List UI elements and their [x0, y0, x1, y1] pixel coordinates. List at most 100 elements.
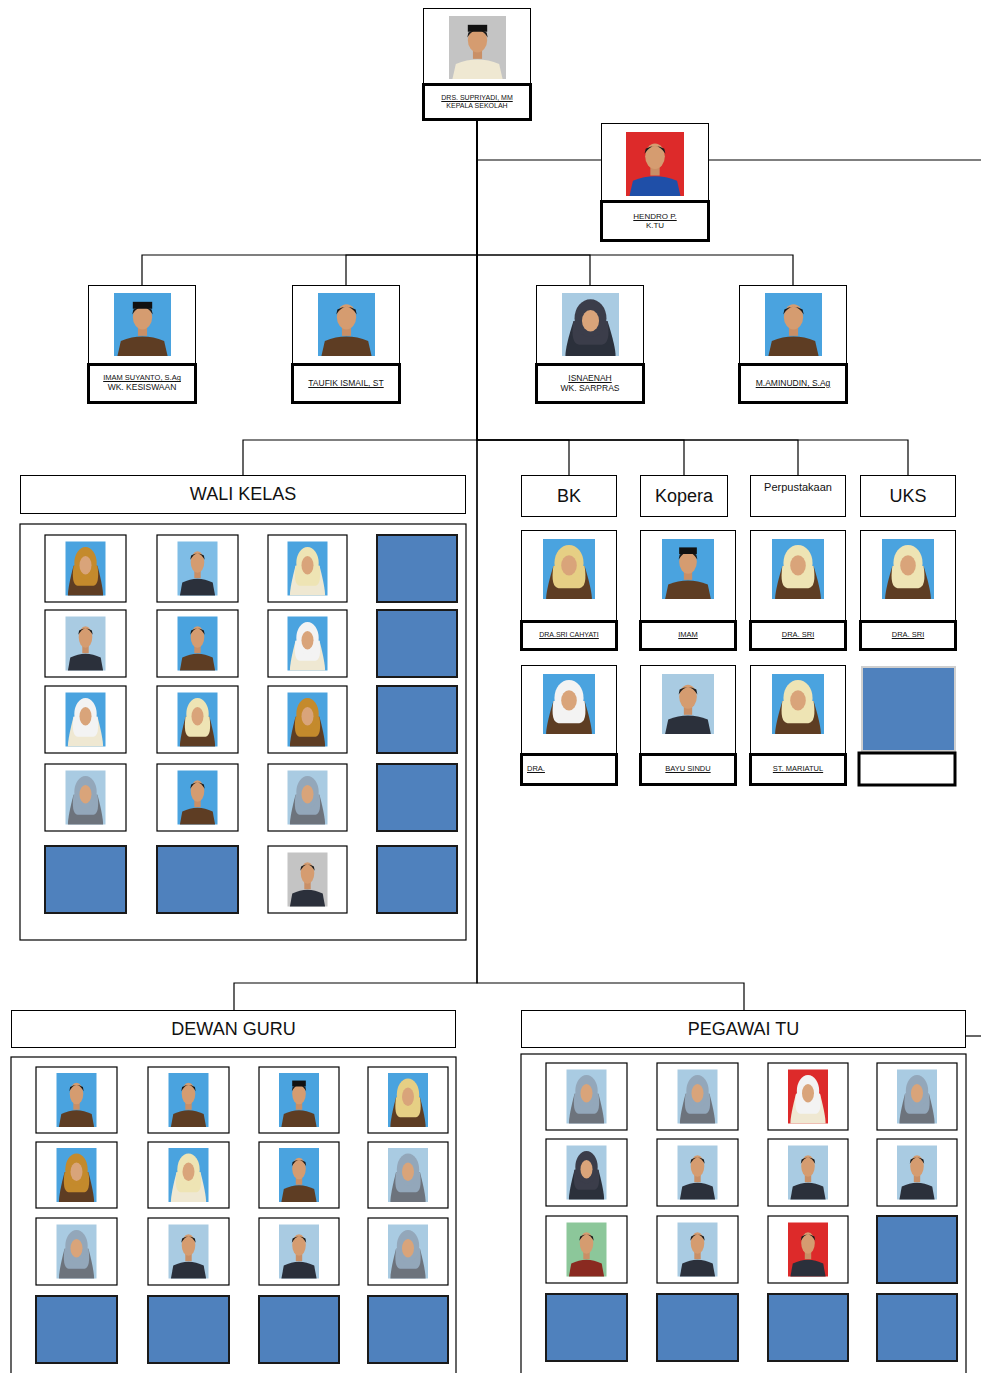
photo-background: [567, 1070, 607, 1124]
photo-hijab: [296, 622, 318, 654]
photo-background: [318, 293, 375, 356]
photo-face: [783, 304, 802, 329]
photo-hijab: [397, 1078, 419, 1110]
photo-background: [178, 693, 218, 747]
person-name: M.AMINUDIN, S.Ag: [756, 379, 831, 389]
portrait-photo: [169, 1148, 209, 1202]
photo-face: [692, 1084, 704, 1102]
person-name: HENDRO P.: [633, 212, 676, 221]
section-heading: PEGAWAI TU: [521, 1010, 966, 1048]
empty-photo: [657, 1294, 738, 1361]
photo-background: [178, 771, 218, 825]
empty-photo: [377, 764, 457, 831]
portrait-photo: [388, 1148, 428, 1202]
photo-panels: [11, 524, 966, 1373]
org-connector: [477, 120, 744, 1010]
photo-face: [900, 555, 916, 575]
photo-background: [66, 771, 106, 825]
empty-photo: [377, 846, 457, 913]
photo-hair: [181, 1236, 195, 1242]
photo-area: [740, 286, 846, 363]
photo-area: [293, 286, 399, 363]
photo-frame: [45, 535, 126, 602]
photo-body: [452, 59, 502, 79]
photo-hair: [181, 1085, 195, 1091]
photo-frame: [546, 1216, 627, 1283]
name-box: ST. MARIATUL: [749, 753, 847, 786]
photo-face: [561, 690, 577, 710]
org-connector: [477, 120, 793, 285]
photo-panel: [11, 1057, 456, 1373]
photo-hair: [679, 687, 698, 694]
photo-frame: [268, 846, 347, 913]
photo-face: [71, 1239, 83, 1257]
empty-photo: [259, 1296, 339, 1363]
heading-text: DEWAN GURU: [171, 1019, 295, 1040]
name-box: DRA. SRI: [749, 620, 847, 651]
photo-frame: [268, 686, 347, 753]
portrait-photo: [662, 539, 714, 599]
photo-frame: [657, 1216, 738, 1283]
photo-face: [182, 1083, 196, 1105]
staff-card: DRA.: [521, 665, 617, 785]
section-heading: Perpustakaan: [750, 475, 846, 517]
staff-card: HENDRO P.K.TU: [601, 123, 709, 241]
name-box: M.AMINUDIN, S.Ag: [738, 363, 848, 404]
photo-frame: [157, 610, 238, 677]
photo-body: [665, 715, 711, 734]
photo-face: [302, 707, 314, 725]
photo-hair: [336, 307, 357, 315]
photo-body: [665, 580, 711, 599]
photo-face: [910, 1155, 924, 1177]
photo-hair: [910, 1157, 924, 1163]
photo-area: [522, 531, 616, 620]
photo-panel: [521, 1054, 966, 1373]
photo-face: [581, 310, 598, 331]
section-heading: UKS: [860, 475, 956, 517]
person-name: IMAM: [678, 631, 698, 640]
org-connector: [234, 120, 477, 1010]
photo-frame: [148, 1142, 229, 1208]
portrait-photo: [66, 771, 106, 825]
portrait-photo: [678, 1070, 718, 1124]
name-box: DRA. SRI: [859, 620, 957, 651]
photo-body: [680, 1183, 715, 1200]
photo-face: [801, 1232, 815, 1254]
photo-area: [522, 666, 616, 753]
photo-hijab: [906, 1075, 928, 1107]
photo-body: [68, 654, 103, 671]
photo-background: [562, 293, 619, 356]
empty-photo: [148, 1296, 229, 1363]
empty-photo: [877, 1216, 957, 1283]
person-name: IMAM SUYANTO, S.Ag: [103, 374, 181, 383]
photo-body: [680, 1260, 715, 1277]
portrait-photo: [169, 1225, 209, 1279]
photo-face: [80, 707, 92, 725]
portrait-photo: [567, 1146, 607, 1200]
photo-hijab: [893, 545, 922, 581]
photo-face: [691, 1232, 705, 1254]
photo-body: [180, 579, 215, 596]
photo-hijab: [186, 698, 208, 730]
photo-cap: [132, 302, 151, 309]
portrait-photo: [897, 1146, 937, 1200]
photo-body: [281, 1110, 316, 1127]
portrait-photo: [772, 674, 824, 734]
photo-hair: [292, 1160, 306, 1166]
photo-hijab: [797, 1075, 819, 1107]
heading-text: Perpustakaan: [764, 481, 832, 494]
staff-card: ST. MARIATUL: [750, 665, 846, 785]
person-name: TAUFIK ISMAIL, ST: [308, 379, 383, 389]
photo-face: [80, 785, 92, 803]
photo-hair: [690, 1234, 704, 1240]
photo-face: [191, 551, 205, 573]
portrait-photo: [288, 771, 328, 825]
photo-hijab: [575, 1075, 597, 1107]
photo-hair: [69, 1085, 83, 1091]
photo-area: [751, 531, 845, 620]
portrait-photo: [57, 1073, 97, 1127]
person-name: ISNAENAH: [568, 374, 611, 384]
photo-area: [751, 666, 845, 753]
photo-body: [171, 1262, 206, 1279]
photo-background: [897, 1070, 937, 1124]
